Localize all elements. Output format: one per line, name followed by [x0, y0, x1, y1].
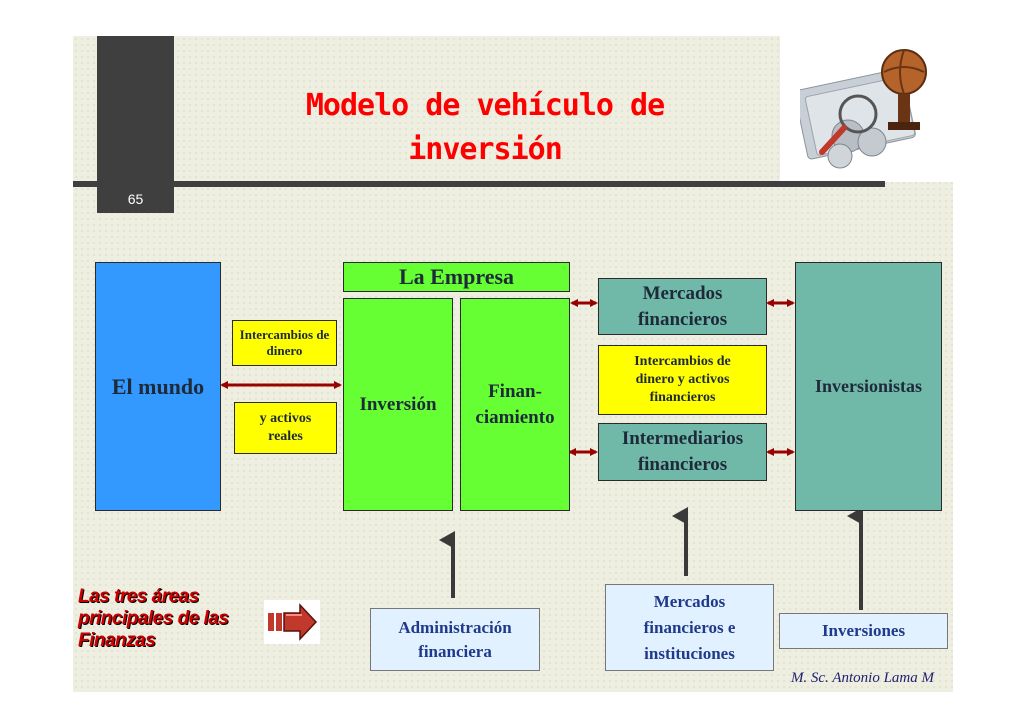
areas-note: Las tres áreas principales de las Finanz…: [78, 586, 229, 651]
forward-arrow-icon[interactable]: [264, 600, 320, 644]
slide-number: 65: [127, 191, 144, 207]
box-intercambios-dinero: Intercambios de dinero: [232, 320, 337, 366]
box-la-empresa: La Empresa: [343, 262, 570, 292]
title-line-1: Modelo de vehículo de: [305, 88, 665, 123]
box-intermediarios-financieros: Intermediarios financieros: [598, 423, 767, 481]
box-inversionistas: Inversionistas: [795, 262, 942, 511]
box-administracion-financiera: Administración financiera: [370, 608, 540, 671]
title-rule: [73, 181, 885, 187]
box-mercados-instituciones: Mercados financieros e instituciones: [605, 584, 774, 671]
author-credit: M. Sc. Antonio Lama M: [790, 670, 934, 686]
forward-arrow-graphic: [268, 603, 318, 641]
box-mercados-financieros: Mercados financieros: [598, 278, 767, 335]
box-el-mundo: El mundo: [95, 262, 221, 511]
coins-globe-magnifier-picture: [800, 49, 927, 169]
box-inversiones: Inversiones: [779, 613, 948, 649]
box-intercambios-activos-financieros: Intercambios de dinero y activos financi…: [598, 345, 767, 415]
title-line-2: inversión: [408, 132, 563, 167]
box-inversion: Inversión: [343, 298, 453, 511]
box-financiamiento: Finan-ciamiento: [460, 298, 570, 511]
slide-title: Modelo de vehículo de inversión: [250, 84, 720, 172]
box-activos-reales: y activos reales: [234, 402, 337, 454]
